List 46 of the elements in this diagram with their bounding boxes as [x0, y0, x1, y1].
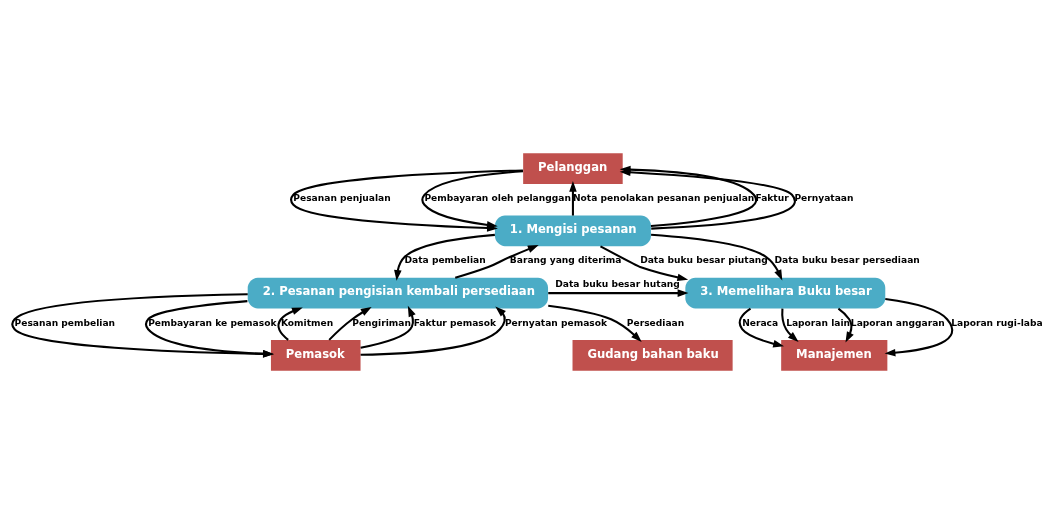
edge-label: Pembayaran oleh pelanggan	[424, 193, 571, 204]
edge-label: Faktur pemasok	[413, 317, 497, 328]
edge-label: Data buku besar hutang	[555, 279, 680, 290]
arrow	[884, 298, 953, 357]
node-box: Manajemen	[781, 340, 888, 371]
edge-label: Pesanan penjualan	[293, 193, 391, 204]
arrow	[548, 289, 689, 297]
edge-label: Komitmen	[280, 317, 334, 328]
node-box: 1. Mengisi pesanan	[494, 215, 651, 247]
arrow	[360, 305, 416, 349]
edge-label: Laporan lain	[786, 317, 851, 328]
edge-label: Pernyatan pemasok	[504, 317, 608, 328]
node-box: 3. Memelihara Buku besar	[685, 277, 886, 309]
node-box: Gudang bahan baku	[572, 340, 733, 371]
arrow	[781, 308, 799, 342]
edge-label: Data buku besar piutang	[640, 255, 768, 266]
arrow	[394, 233, 495, 281]
arrow	[421, 170, 524, 229]
arrow	[277, 307, 303, 341]
edge-label: Laporan rugi-laba	[951, 317, 1043, 328]
arrow	[600, 245, 689, 282]
edge-label: Neraca	[742, 317, 779, 328]
edge-label: Data pembelian	[404, 255, 486, 266]
edge-label: Faktur	[755, 193, 789, 204]
arrow	[548, 304, 642, 342]
arrow	[651, 233, 783, 281]
arrow	[619, 168, 796, 230]
edge-label: Pengiriman	[352, 317, 411, 328]
arrow	[360, 306, 506, 356]
arrow	[145, 300, 274, 358]
arrow	[569, 181, 577, 216]
node-box: Pelanggan	[523, 153, 623, 184]
edge-label: Pesanan pembelian	[14, 317, 116, 328]
edge-label: Pembayaran ke pemasok	[148, 317, 277, 328]
edge-label: Pernyataan	[794, 193, 854, 204]
edge-label: Persediaan	[626, 317, 685, 328]
edge-label: Data buku besar persediaan	[774, 255, 920, 266]
edge-label: Laporan anggaran	[850, 317, 945, 328]
arrow	[11, 293, 274, 358]
node-box: Pemasok	[270, 340, 361, 371]
arrow	[328, 306, 372, 341]
arrow	[738, 307, 784, 348]
arrow	[454, 245, 539, 279]
edge-label: Barang yang diterima	[509, 255, 622, 266]
arrow	[837, 307, 854, 343]
node-box: 2. Pesanan pengisian kembali persediaan	[247, 277, 549, 309]
